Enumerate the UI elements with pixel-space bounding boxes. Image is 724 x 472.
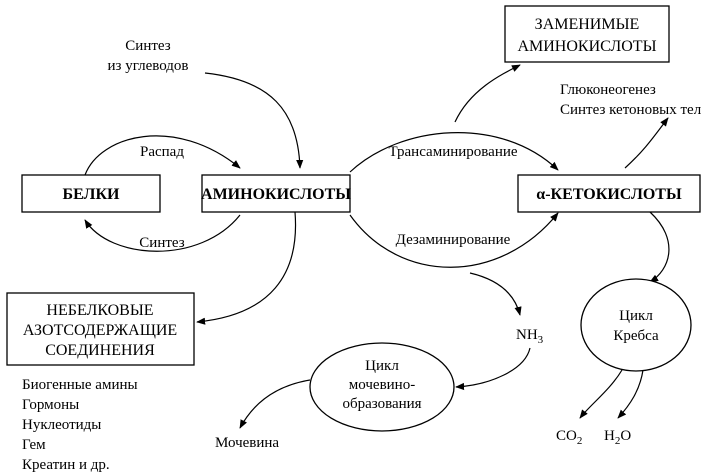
amino-acids-box: АМИНОКИСЛОТЫ — [201, 174, 351, 213]
keto-acids-box: α-КЕТОКИСЛОТЫ — [517, 174, 701, 213]
replaceable-line2: АМИНОКИСЛОТЫ — [517, 38, 656, 55]
arrow-to-replaceable — [454, 64, 521, 123]
urea-cycle-line3: образования — [342, 396, 421, 412]
nonprotein-list: Биогенные амины Гормоны Нуклеотиды Гем К… — [22, 377, 138, 472]
urea-cycle-line1: Цикл — [365, 358, 399, 374]
arrow-to-nh3 — [469, 272, 522, 316]
arrow-keto-to-krebs — [649, 211, 670, 283]
nonprotein-line3: СОЕДИНЕНИЯ — [45, 342, 155, 359]
nonprotein-line1: НЕБЕЛКОВЫЕ — [46, 302, 153, 319]
nh3-label: NH3 — [516, 327, 544, 346]
urea-label: Мочевина — [215, 435, 279, 451]
arrow-breakdown — [84, 135, 241, 176]
proteins-box: БЕЛКИ — [21, 174, 161, 213]
arrow-amino-to-nonprotein — [196, 211, 297, 325]
gluconeogenesis-label: Глюконеогенез — [560, 82, 656, 98]
arrow-transamination — [349, 132, 559, 173]
deamination-label: Дезаминирование — [396, 232, 511, 248]
co2-label: CO2 — [556, 428, 582, 447]
synthesis-from-carbs-line1: Синтез — [125, 38, 170, 54]
list-item: Креатин и др. — [22, 457, 110, 472]
urea-cycle-line2: мочевино- — [349, 377, 415, 393]
replaceable-line1: ЗАМЕНИМЫЕ — [535, 16, 640, 33]
arrow-synthesis — [84, 214, 241, 252]
arrows — [84, 64, 670, 429]
arrow-keto-to-gluco — [624, 117, 669, 169]
nonprotein-nitrogen-box: НЕБЕЛКОВЫЕ АЗОТСОДЕРЖАЩИЕ СОЕДИНЕНИЯ — [6, 292, 195, 366]
arrow-krebs-to-co2 — [579, 369, 623, 419]
list-item: Нуклеотиды — [22, 417, 101, 433]
proteins-label: БЕЛКИ — [62, 186, 120, 203]
urea-cycle-ellipse: Цикл мочевино- образования — [309, 342, 455, 432]
arrow-nh3-to-urea-cycle — [455, 347, 531, 391]
krebs-line2: Кребса — [613, 328, 659, 344]
krebs-line1: Цикл — [619, 308, 653, 324]
keto-acids-label: α-КЕТОКИСЛОТЫ — [536, 186, 682, 203]
breakdown-label: Распад — [140, 144, 184, 160]
ketone-synthesis-label: Синтез кетоновых тел — [560, 102, 702, 118]
h2o-label: H2O — [604, 428, 631, 447]
arrow-krebs-to-h2o — [617, 369, 644, 419]
synthesis-label: Синтез — [139, 235, 184, 251]
nonprotein-line2: АЗОТСОДЕРЖАЩИЕ — [23, 322, 177, 339]
krebs-cycle-ellipse: Цикл Кребса — [580, 278, 692, 372]
replaceable-amino-acids-box: ЗАМЕНИМЫЕ АМИНОКИСЛОТЫ — [504, 5, 670, 63]
transamination-label: Трансаминирование — [388, 144, 517, 160]
amino-acids-label: АМИНОКИСЛОТЫ — [201, 186, 351, 203]
arrow-carbs-to-amino — [204, 72, 304, 169]
list-item: Гормоны — [22, 397, 79, 413]
arrow-deamination — [349, 212, 559, 268]
list-item: Гем — [22, 437, 46, 453]
list-item: Биогенные амины — [22, 377, 138, 393]
arrow-urea-cycle-to-urea — [239, 379, 311, 429]
synthesis-from-carbs-line2: из углеводов — [108, 58, 189, 74]
